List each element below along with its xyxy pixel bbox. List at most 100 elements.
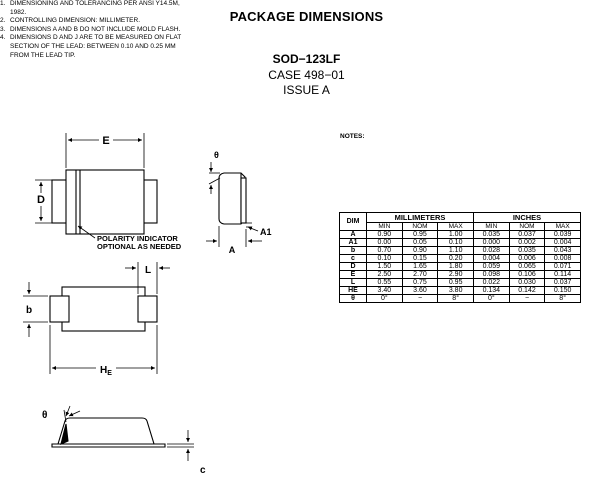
value-cell: 0.043 <box>544 246 581 255</box>
package-issue: ISSUE A <box>283 83 330 97</box>
dim-cell: D <box>339 262 367 271</box>
value-cell: 0.55 <box>366 278 403 287</box>
label-c: c <box>200 465 206 476</box>
notes-title: NOTES: <box>340 133 365 140</box>
value-cell: 3.80 <box>437 286 474 295</box>
value-cell: 0.071 <box>544 262 581 271</box>
dimensions-table: DIM MILLIMETERS INCHES MIN NOM MAX MIN N… <box>339 212 581 303</box>
top-view <box>51 169 158 235</box>
sub-header: MAX <box>437 222 474 231</box>
value-cell: 3.60 <box>401 286 439 295</box>
note-item: 3.DIMENSIONS A AND B DO NOT INCLUDE MOLD… <box>0 25 181 33</box>
dim-cell: L <box>339 278 367 287</box>
value-cell: 0.006 <box>508 254 546 263</box>
dim-cell: b <box>339 246 367 255</box>
lead-profile-view <box>51 417 166 448</box>
dim-A <box>206 226 262 247</box>
value-cell: − <box>401 294 439 303</box>
value-cell: 0.00 <box>366 238 403 247</box>
value-cell: 1.65 <box>401 262 439 271</box>
dim-theta-side <box>208 162 221 194</box>
label-A1: A1 <box>260 227 272 237</box>
page-title: PACKAGE DIMENSIONS <box>229 9 384 24</box>
sub-header: MAX <box>544 222 581 231</box>
value-cell: 1.50 <box>366 262 403 271</box>
value-cell: 0.114 <box>544 270 581 279</box>
value-cell: 0.75 <box>401 278 439 287</box>
value-cell: 0.90 <box>401 246 439 255</box>
dim-cell: A <box>339 230 367 239</box>
sub-header: MIN <box>473 222 510 231</box>
sub-header: NOM <box>401 222 439 231</box>
value-cell: 0.20 <box>437 254 474 263</box>
millimeters-header: MILLIMETERS <box>366 212 474 223</box>
value-cell: 0.030 <box>508 278 546 287</box>
value-cell: 0.142 <box>508 286 546 295</box>
value-cell: 0.098 <box>473 270 510 279</box>
value-cell: 1.10 <box>437 246 474 255</box>
label-D: D <box>37 194 45 206</box>
dim-HE <box>49 325 158 374</box>
label-HE: HE <box>100 365 112 377</box>
value-cell: 0.035 <box>473 230 510 239</box>
dim-c <box>167 430 194 461</box>
package-name: SOD−123LF <box>272 52 341 66</box>
value-cell: 0.70 <box>366 246 403 255</box>
label-E: E <box>102 135 109 147</box>
label-b: b <box>26 305 32 316</box>
label-A: A <box>229 245 236 255</box>
note-item: 1.DIMENSIONING AND TOLERANCING PER ANSI … <box>0 0 180 16</box>
table-subheader-row: MIN NOM MAX MIN NOM MAX <box>340 222 581 231</box>
value-cell: 0.000 <box>473 238 510 247</box>
value-cell: 0.106 <box>508 270 546 279</box>
value-cell: 0.05 <box>401 238 439 247</box>
dim-cell: E <box>339 270 367 279</box>
value-cell: 0.134 <box>473 286 510 295</box>
value-cell: 0.90 <box>366 230 403 239</box>
value-cell: 0.004 <box>544 238 581 247</box>
value-cell: 2.70 <box>401 270 439 279</box>
dim-cell: θ <box>339 294 367 303</box>
value-cell: 0.065 <box>508 262 546 271</box>
sub-header: MIN <box>366 222 403 231</box>
sub-header: NOM <box>508 222 546 231</box>
dim-A1 <box>246 222 259 232</box>
value-cell: 1.00 <box>437 230 474 239</box>
value-cell: 8° <box>437 294 474 303</box>
value-cell: 0.037 <box>544 278 581 287</box>
dim-theta-bottom <box>63 405 81 423</box>
value-cell: 0.95 <box>437 278 474 287</box>
value-cell: 0.037 <box>508 230 546 239</box>
value-cell: 0.035 <box>508 246 546 255</box>
value-cell: 1.80 <box>437 262 474 271</box>
package-case: CASE 498−01 <box>268 68 345 82</box>
value-cell: 0.10 <box>366 254 403 263</box>
value-cell: − <box>508 294 546 303</box>
value-cell: 2.90 <box>437 270 474 279</box>
value-cell: 8° <box>544 294 581 303</box>
polarity-label-line1: POLARITY INDICATOR <box>97 234 178 243</box>
value-cell: 0.95 <box>401 230 439 239</box>
inches-header: INCHES <box>473 212 581 223</box>
dim-L <box>125 262 170 294</box>
value-cell: 2.50 <box>366 270 403 279</box>
dim-E <box>65 133 145 168</box>
notes-list: 1.DIMENSIONING AND TOLERANCING PER ANSI … <box>0 0 240 60</box>
dim-b <box>23 282 48 337</box>
side-view <box>218 172 247 225</box>
value-cell: 0.10 <box>437 238 474 247</box>
note-item: 4.DIMENSIONS D AND J ARE TO BE MEASURED … <box>0 34 182 59</box>
polarity-label-line2: OPTIONAL AS NEEDED <box>97 242 182 251</box>
dim-D <box>35 179 62 224</box>
value-cell: 0.004 <box>473 254 510 263</box>
dim-header: DIM <box>339 212 367 231</box>
polarity-leader <box>77 225 96 239</box>
value-cell: 0.008 <box>544 254 581 263</box>
